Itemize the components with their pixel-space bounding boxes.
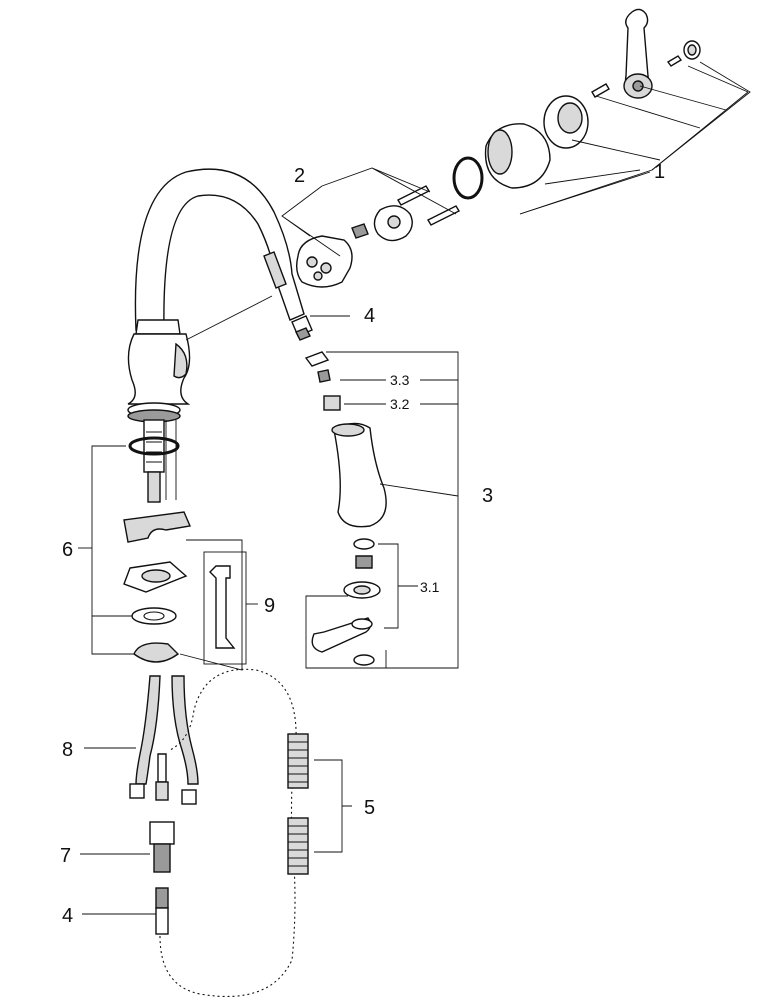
cartridge-body	[295, 235, 353, 288]
spout-neck	[134, 168, 305, 331]
handle-screw	[591, 83, 610, 98]
mounting-tool-key	[209, 565, 236, 649]
hose-nut-left	[129, 783, 145, 799]
flange-hole	[387, 215, 401, 229]
supply-hoses	[84, 675, 199, 805]
index-cap-center	[687, 44, 697, 56]
cartridge-port-a	[306, 256, 318, 268]
set-screw	[666, 55, 683, 67]
mounting-shank	[143, 419, 165, 473]
label-3-1: 3.1	[420, 579, 440, 595]
label-3-2: 3.2	[390, 396, 410, 412]
pull-out-hose	[159, 668, 297, 997]
mounting-set	[78, 436, 243, 671]
spray-head-assembly	[304, 351, 459, 669]
mounting-tool	[203, 551, 258, 665]
bracket-3	[326, 351, 459, 669]
cartridge-screw-b	[427, 205, 460, 226]
bracket-6	[91, 445, 134, 655]
tool-frame	[203, 551, 247, 665]
horseshoe-washer	[133, 642, 180, 663]
label-4-bottom: 4	[62, 905, 73, 927]
handle-hub-hole	[632, 80, 644, 92]
o-ring-large	[452, 156, 484, 200]
label-7: 7	[60, 845, 71, 867]
hose-connector-top	[291, 315, 350, 341]
dome-cap-inner	[557, 102, 583, 134]
mounting-gasket	[123, 511, 191, 543]
bracket-2	[281, 167, 457, 257]
wrench-ring	[351, 618, 373, 630]
inner-hose-tube	[165, 420, 177, 500]
leader-spout-hose	[185, 295, 273, 341]
aerator-insert	[355, 555, 373, 569]
hose-end-fitting	[155, 887, 169, 909]
cartridge-set	[281, 167, 460, 288]
label-3-3: 3.3	[390, 372, 410, 388]
spray-handle	[333, 422, 387, 528]
spray-washer	[304, 351, 330, 367]
bracket-5	[314, 759, 352, 853]
cartridge-port-c	[313, 271, 323, 281]
spray-handle-top	[331, 423, 365, 437]
label-4-top: 4	[364, 305, 375, 327]
hose-end-tube	[155, 907, 169, 935]
label-3: 3	[482, 485, 493, 507]
label-6: 6	[62, 539, 73, 561]
weight-upper-coils	[288, 741, 308, 783]
cartridge-screw-a	[397, 185, 430, 206]
hose-nut-right	[181, 789, 197, 805]
supply-hose-right	[171, 675, 199, 785]
hose-weights	[287, 733, 352, 875]
leader-lines-1	[519, 65, 749, 215]
center-tube-fitting	[155, 781, 169, 801]
cartridge-stem	[351, 223, 369, 239]
label-8: 8	[62, 739, 73, 761]
quick-connector	[80, 821, 175, 873]
hose-weight-upper	[287, 733, 309, 789]
hose-end	[82, 887, 169, 935]
label-2: 2	[294, 165, 305, 187]
center-tube	[157, 753, 167, 783]
shank-thread	[146, 431, 162, 463]
spout-body	[127, 168, 305, 503]
cartridge-port-b	[320, 262, 332, 274]
spray-face-center	[353, 585, 371, 595]
spout-collar	[135, 319, 181, 335]
sleeve-thread	[487, 129, 513, 175]
connector-nut	[149, 821, 175, 845]
spray-check-valve	[317, 369, 331, 383]
shank-lower	[147, 471, 161, 503]
weight-lower-coils	[288, 825, 308, 867]
spray-face-parts	[305, 538, 418, 669]
supply-hose-left	[135, 675, 161, 785]
hex-plate-hole	[141, 569, 171, 583]
mount-o-ring	[128, 436, 180, 456]
bracket-3-1	[378, 543, 418, 629]
handle-assembly	[452, 8, 751, 215]
leader-3-sub	[420, 379, 458, 405]
mount-washer	[131, 607, 177, 625]
bracket-3-1-outer	[305, 595, 386, 669]
spout-outlet-shade	[263, 251, 287, 289]
label-9: 9	[264, 595, 275, 617]
spray-ring	[353, 654, 375, 666]
connector-body	[153, 843, 171, 873]
spray-nipple	[323, 395, 341, 411]
label-1: 1	[654, 161, 665, 183]
label-5: 5	[364, 797, 375, 819]
spray-face-washer	[353, 538, 375, 550]
faucet-base	[127, 333, 191, 405]
bracket-1	[519, 61, 751, 215]
bracket-6-right	[179, 539, 243, 671]
hose-nut-shade	[295, 327, 311, 341]
mount-washer-hole	[143, 611, 165, 621]
base-knuckle	[173, 342, 188, 379]
hose-weight-lower	[287, 817, 309, 875]
